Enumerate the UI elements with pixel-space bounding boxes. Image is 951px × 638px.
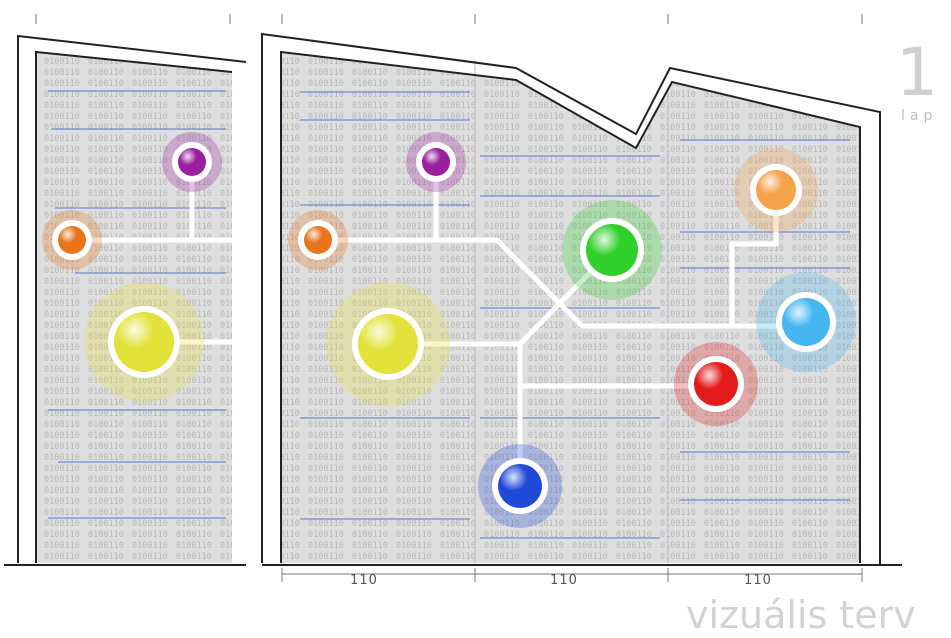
left-purple-node	[162, 132, 222, 192]
plan-title: vizuális terv	[686, 593, 916, 637]
connector-lines	[69, 159, 809, 491]
dimension-label-3: 110	[744, 573, 772, 588]
node-group	[42, 132, 856, 528]
left-yellow-node	[84, 282, 204, 402]
dimension-label-2: 110	[550, 573, 578, 588]
blue-node	[478, 444, 562, 528]
page-label: lap	[901, 108, 938, 124]
yellow-node	[326, 282, 450, 406]
cyan-node	[756, 272, 856, 372]
page-number: 1	[896, 34, 938, 111]
peach-node	[734, 148, 818, 232]
orange-node	[288, 210, 348, 270]
red-node	[674, 342, 758, 426]
green-node	[562, 200, 662, 300]
wall-outlines	[4, 32, 902, 566]
left-orange-node	[42, 210, 102, 270]
dimension-label-1: 110	[350, 573, 378, 588]
main-wall-panel	[281, 52, 860, 563]
dimension-marks	[35, 14, 863, 582]
purple-node	[406, 132, 466, 192]
